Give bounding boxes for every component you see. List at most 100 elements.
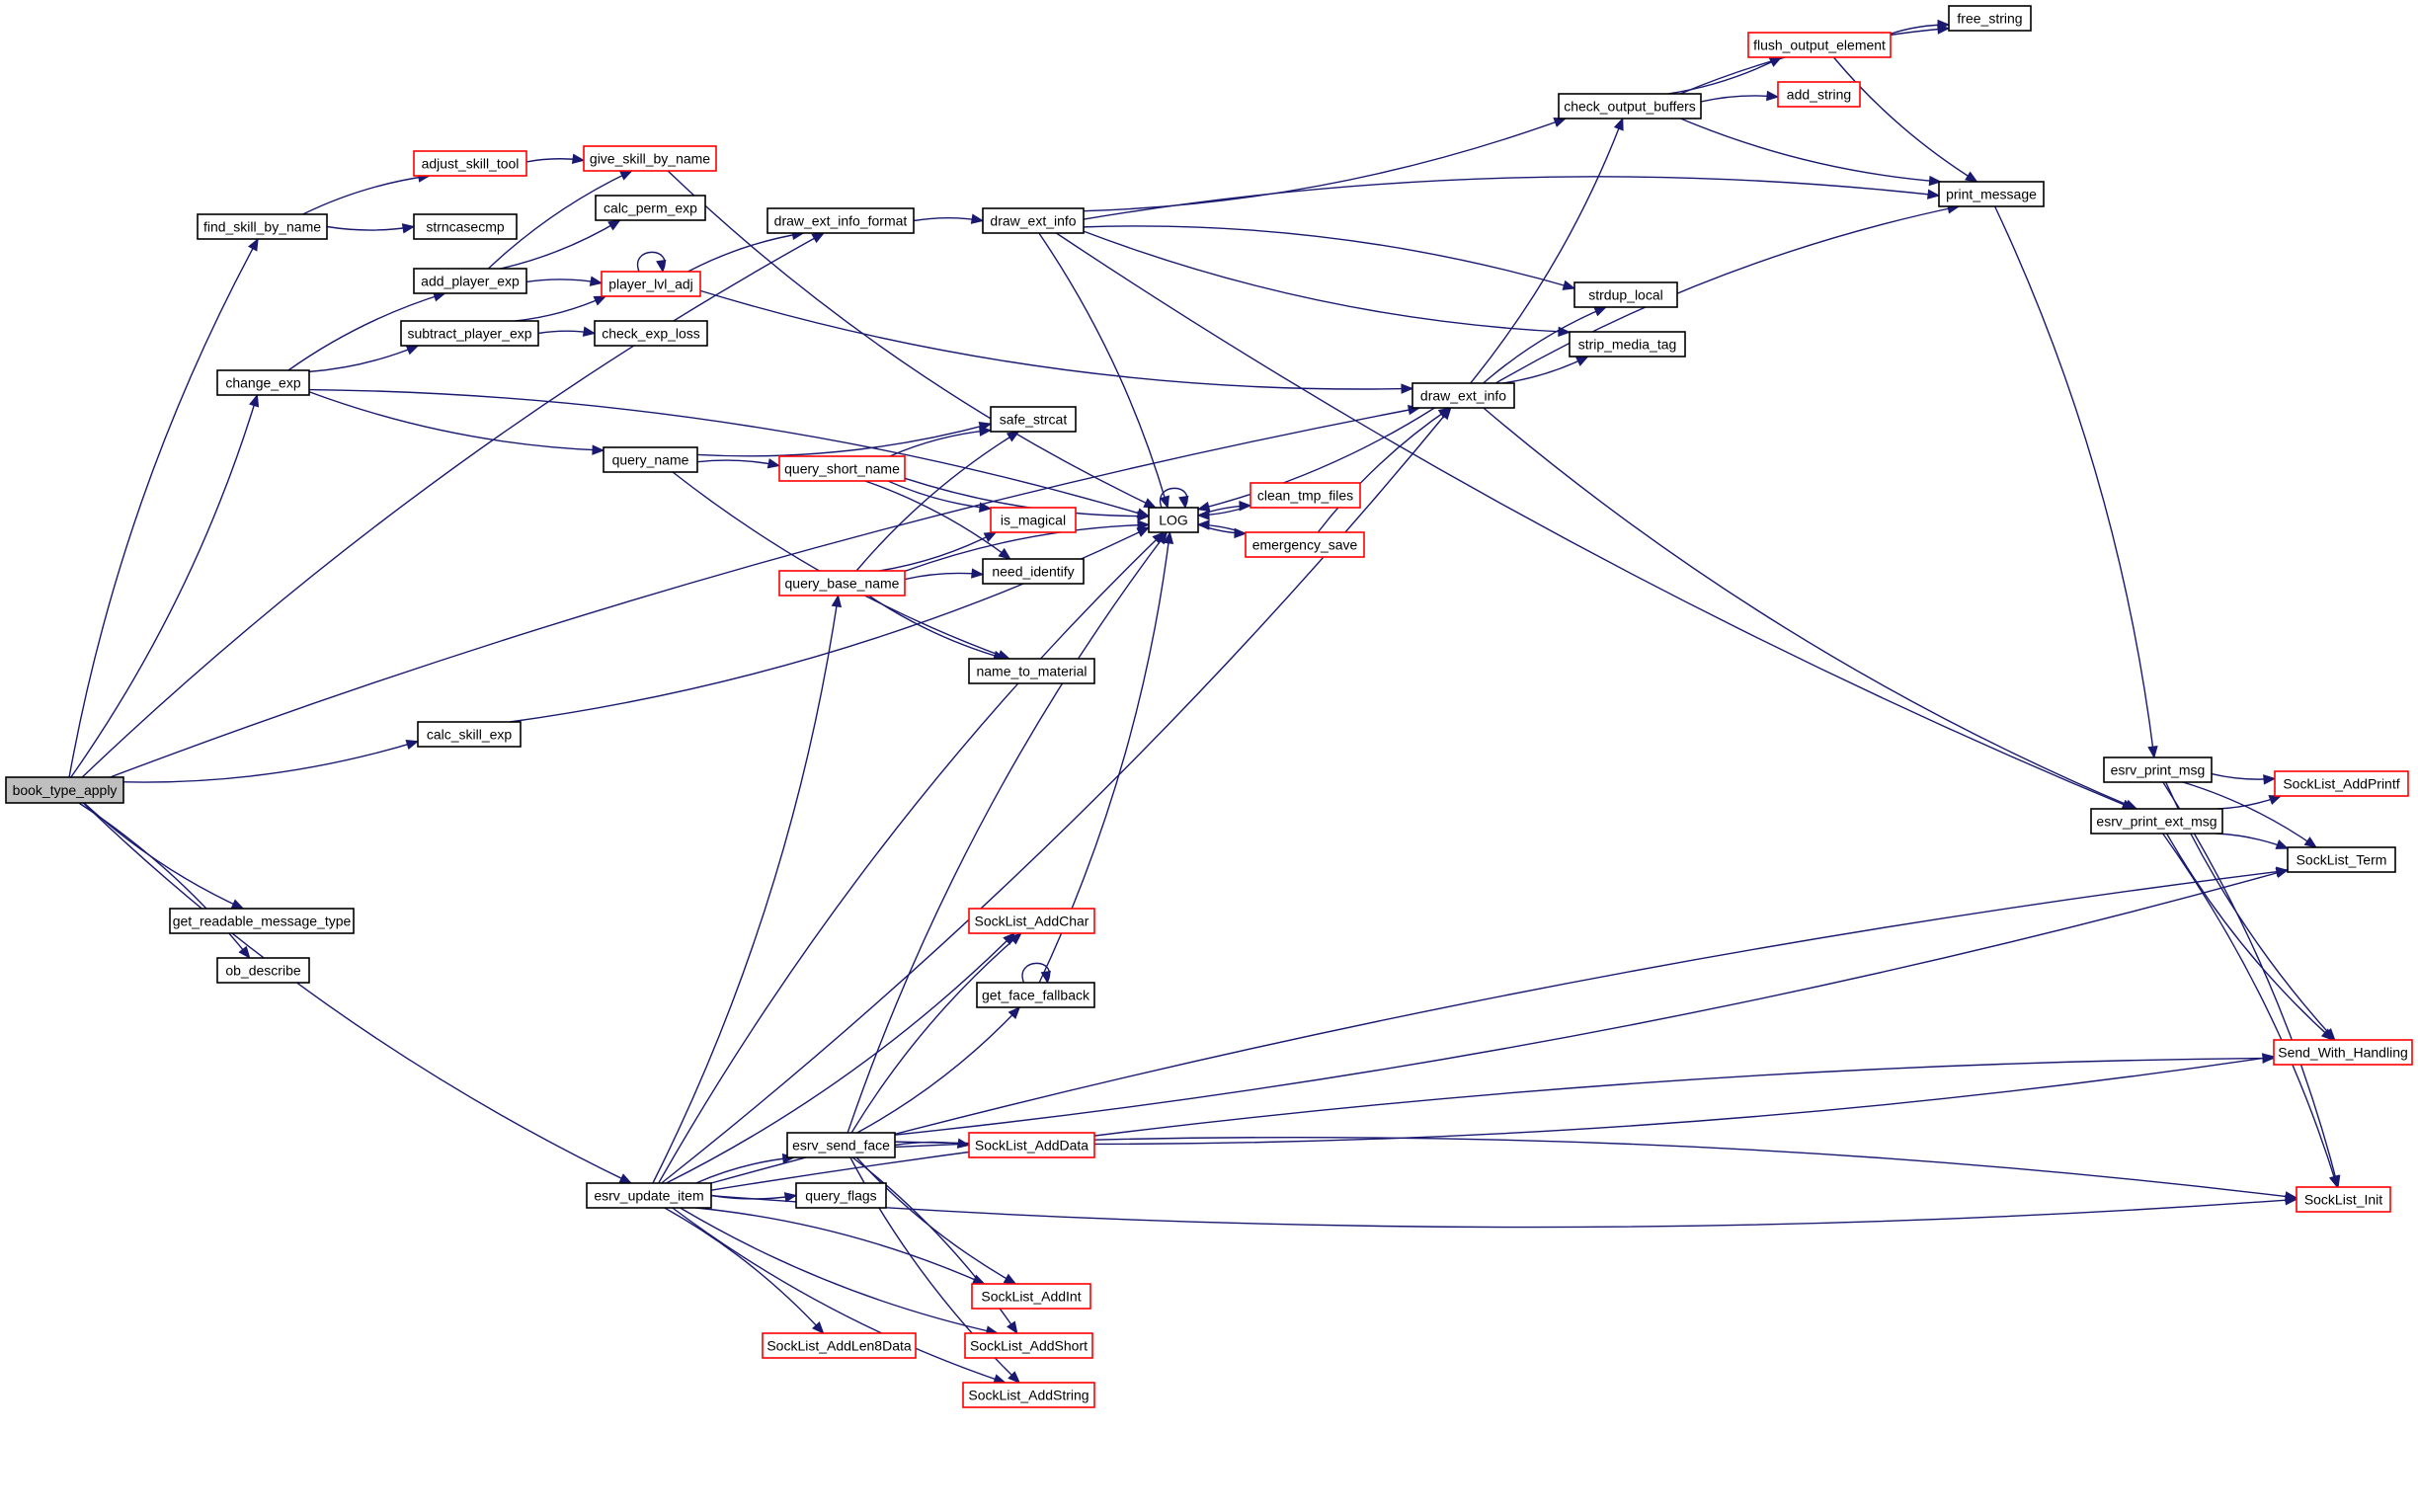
node-player-lvl-adj[interactable]: player_lvl_adj: [601, 271, 701, 297]
node-socklist-addchar[interactable]: SockList_AddChar: [968, 908, 1095, 934]
node-socklist-term[interactable]: SockList_Term: [2287, 846, 2396, 873]
node-socklist-addstring[interactable]: SockList_AddString: [962, 1382, 1095, 1408]
node-box[interactable]: [982, 207, 1085, 234]
node-esrv-send-face[interactable]: esrv_send_face: [786, 1132, 896, 1158]
node-box[interactable]: [603, 446, 698, 473]
node-box[interactable]: [990, 406, 1077, 433]
node-add-string[interactable]: add_string: [1777, 81, 1861, 108]
node-box[interactable]: [583, 145, 717, 172]
node-send-with-handling[interactable]: Send_With_Handling: [2273, 1039, 2413, 1066]
node-strncasecmp[interactable]: strncasecmp: [413, 213, 518, 240]
node-box[interactable]: [968, 658, 1095, 684]
node-box[interactable]: [2287, 846, 2396, 873]
node-log[interactable]: LOG: [1148, 507, 1199, 533]
node-draw-ext-info-format[interactable]: draw_ext_info_format: [766, 207, 915, 234]
node-box[interactable]: [778, 570, 906, 597]
node-book-type-apply[interactable]: book_type_apply: [5, 776, 124, 804]
node-box[interactable]: [2274, 770, 2409, 797]
node-check-output-buffers[interactable]: check_output_buffers: [1558, 93, 1702, 119]
node-draw-ext-info-1[interactable]: draw_ext_info: [982, 207, 1085, 234]
node-name-to-material[interactable]: name_to_material: [968, 658, 1095, 684]
node-box[interactable]: [413, 213, 518, 240]
node-box[interactable]: [216, 369, 310, 396]
node-socklist-init[interactable]: SockList_Init: [2296, 1186, 2391, 1213]
node-strip-media-tag[interactable]: strip_media_tag: [1569, 331, 1686, 358]
node-safe-strcat[interactable]: safe_strcat: [990, 406, 1077, 433]
node-box[interactable]: [216, 957, 310, 984]
node-box[interactable]: [1747, 32, 1892, 58]
node-box[interactable]: [1249, 482, 1361, 509]
node-box[interactable]: [1558, 93, 1702, 119]
node-is-magical[interactable]: is_magical: [990, 507, 1077, 533]
node-check-exp-loss[interactable]: check_exp_loss: [594, 320, 708, 347]
node-calc-skill-exp[interactable]: calc_skill_exp: [417, 721, 522, 748]
node-socklist-addlen8data[interactable]: SockList_AddLen8Data: [762, 1332, 917, 1359]
node-box[interactable]: [1245, 531, 1365, 558]
node-box[interactable]: [962, 1382, 1095, 1408]
node-esrv-print-msg[interactable]: esrv_print_msg: [2103, 756, 2213, 783]
node-box[interactable]: [795, 1182, 887, 1209]
node-esrv-update-item[interactable]: esrv_update_item: [586, 1182, 712, 1209]
node-get-face-fallback[interactable]: get_face_fallback: [976, 982, 1095, 1008]
node-give-skill-by-name[interactable]: give_skill_by_name: [583, 145, 717, 172]
node-flush-output-element[interactable]: flush_output_element: [1747, 32, 1892, 58]
node-box[interactable]: [417, 721, 522, 748]
node-free-string[interactable]: free_string: [1948, 5, 2032, 32]
node-box[interactable]: [1938, 181, 2045, 207]
node-socklist-addshort[interactable]: SockList_AddShort: [964, 1332, 1093, 1359]
node-emergency-save[interactable]: emergency_save: [1245, 531, 1365, 558]
node-box[interactable]: [982, 558, 1085, 585]
node-box[interactable]: [169, 908, 355, 934]
node-box[interactable]: [766, 207, 915, 234]
node-find-skill-by-name[interactable]: find_skill_by_name: [197, 213, 328, 240]
node-box[interactable]: [964, 1332, 1093, 1359]
node-box[interactable]: [762, 1332, 917, 1359]
node-add-player-exp[interactable]: add_player_exp: [413, 268, 527, 294]
node-box[interactable]: [197, 213, 328, 240]
node-esrv-print-ext-msg[interactable]: esrv_print_ext_msg: [2090, 808, 2223, 835]
node-box[interactable]: [1948, 5, 2032, 32]
node-strdup-local[interactable]: strdup_local: [1573, 281, 1678, 308]
node-get-readable-message-type[interactable]: get_readable_message_type: [169, 908, 355, 934]
node-draw-ext-info-2[interactable]: draw_ext_info: [1411, 382, 1515, 409]
node-box[interactable]: [2090, 808, 2223, 835]
node-subtract-player-exp[interactable]: subtract_player_exp: [400, 320, 539, 347]
node-box[interactable]: [413, 268, 527, 294]
node-box[interactable]: [400, 320, 539, 347]
node-box[interactable]: [786, 1132, 896, 1158]
node-adjust-skill-tool[interactable]: adjust_skill_tool: [413, 150, 527, 177]
node-box[interactable]: [1777, 81, 1861, 108]
node-clean-tmp-files[interactable]: clean_tmp_files: [1249, 482, 1361, 509]
node-box[interactable]: [2273, 1039, 2413, 1066]
node-box[interactable]: [601, 271, 701, 297]
node-box[interactable]: [778, 455, 906, 482]
node-query-name[interactable]: query_name: [603, 446, 698, 473]
node-box[interactable]: [1411, 382, 1515, 409]
node-box[interactable]: [971, 1283, 1091, 1310]
node-box[interactable]: [976, 982, 1095, 1008]
node-box[interactable]: [2103, 756, 2213, 783]
node-box[interactable]: [586, 1182, 712, 1209]
node-box[interactable]: [594, 320, 708, 347]
node-query-short-name[interactable]: query_short_name: [778, 455, 906, 482]
node-socklist-addint[interactable]: SockList_AddInt: [971, 1283, 1091, 1310]
node-box[interactable]: [1573, 281, 1678, 308]
node-socklist-addprintf[interactable]: SockList_AddPrintf: [2274, 770, 2409, 797]
node-change-exp[interactable]: change_exp: [216, 369, 310, 396]
node-query-flags[interactable]: query_flags: [795, 1182, 887, 1209]
node-print-message[interactable]: print_message: [1938, 181, 2045, 207]
node-box[interactable]: [1569, 331, 1686, 358]
node-box[interactable]: [2296, 1186, 2391, 1213]
node-box[interactable]: [968, 1132, 1095, 1158]
node-calc-perm-exp[interactable]: calc_perm_exp: [595, 195, 706, 221]
node-box[interactable]: [990, 507, 1077, 533]
node-box[interactable]: [968, 908, 1095, 934]
node-box[interactable]: [413, 150, 527, 177]
node-query-base-name[interactable]: query_base_name: [778, 570, 906, 597]
node-box[interactable]: [1148, 507, 1199, 533]
node-box[interactable]: [595, 195, 706, 221]
node-socklist-adddata[interactable]: SockList_AddData: [968, 1132, 1095, 1158]
node-need-identify[interactable]: need_identify: [982, 558, 1085, 585]
node-ob-describe[interactable]: ob_describe: [216, 957, 310, 984]
node-box[interactable]: [5, 776, 124, 804]
